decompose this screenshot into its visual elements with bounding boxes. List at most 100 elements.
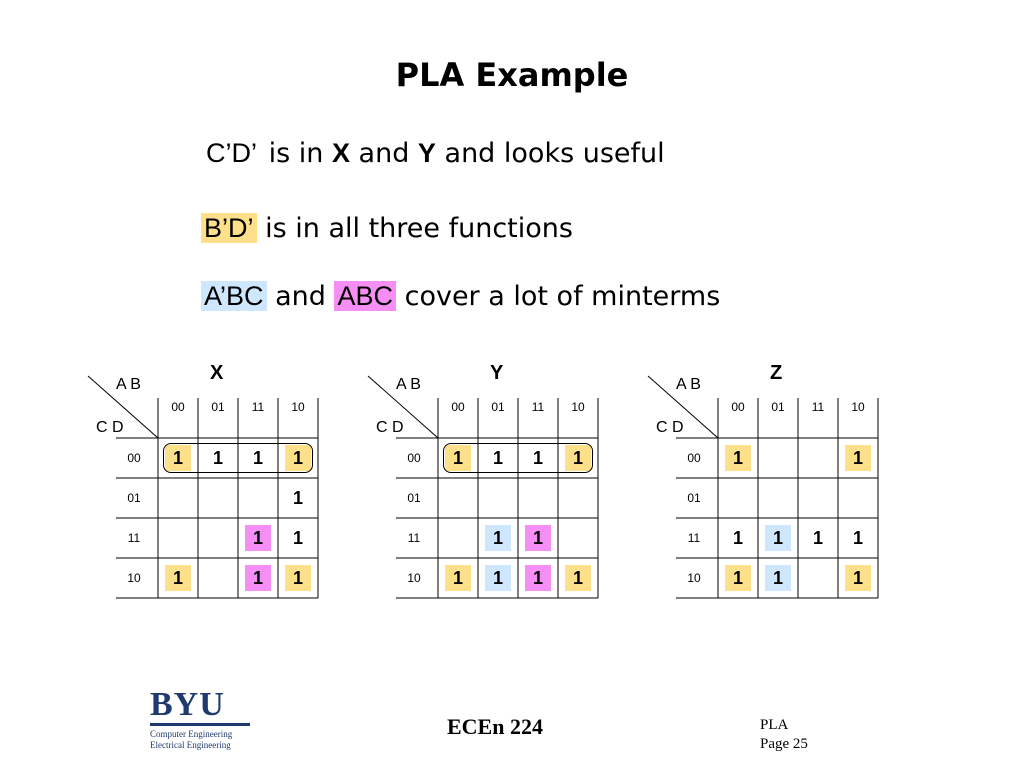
kmap-cell	[558, 478, 598, 518]
statement-text: and	[266, 281, 335, 312]
kmap-grid	[87, 375, 319, 599]
term-abc: ABC	[334, 281, 397, 311]
minterm-value: 1	[252, 447, 263, 468]
kmap-cell	[198, 478, 238, 518]
minterm-value: 1	[852, 527, 863, 548]
kmap-cell: 1	[278, 478, 318, 518]
kmap-cell: 1	[478, 518, 518, 558]
cd-axis-label: C D	[376, 419, 404, 436]
function-y-ref: Y	[417, 138, 436, 168]
statement-bd: B’D’ is in all three functions	[201, 213, 573, 244]
minterm-value: 1	[725, 445, 751, 471]
kmap-cell: 1	[198, 438, 238, 478]
minterm-value: 1	[525, 525, 551, 551]
slide-title: PLA Example	[395, 56, 629, 94]
minterm-value: 1	[565, 565, 591, 591]
statement-text: and looks useful	[435, 138, 665, 169]
kmap-cell	[518, 478, 558, 518]
kmap-cell: 1	[838, 558, 878, 598]
minterm-value: 1	[732, 527, 743, 548]
minterm-value: 1	[485, 565, 511, 591]
column-header: 10	[851, 400, 865, 414]
byu-logo: BYU Computer Engineering Electrical Engi…	[150, 688, 260, 751]
kmap-cell	[438, 518, 478, 558]
row-header: 01	[687, 491, 701, 505]
minterm-value: 1	[292, 527, 303, 548]
statement-text: is in all three functions	[256, 213, 573, 244]
row-header: 01	[127, 491, 141, 505]
row-header: 10	[407, 571, 421, 585]
kmap-cell	[558, 518, 598, 558]
minterm-value: 1	[245, 565, 271, 591]
kmap-cell: 1	[478, 438, 518, 478]
ab-axis-label: A B	[676, 376, 701, 393]
course-name: ECEn 224	[447, 714, 543, 739]
row-header: 11	[687, 531, 701, 545]
cd-group-outline	[443, 443, 593, 473]
column-header: 00	[451, 400, 465, 414]
column-header: 01	[491, 400, 505, 414]
minterm-value: 1	[285, 565, 311, 591]
minterm-value: 1	[532, 447, 543, 468]
kmap-cell: 1	[758, 558, 798, 598]
kmap-cell	[158, 478, 198, 518]
row-header: 11	[127, 531, 141, 545]
function-name: Y	[490, 362, 504, 384]
kmap-cell: 1	[838, 518, 878, 558]
page-number: Page 25	[760, 736, 808, 752]
term-cd: C’D’	[206, 138, 257, 168]
statement-abc: A’BC and ABC cover a lot of minterms	[201, 281, 720, 312]
kmap-cell: 1	[438, 558, 478, 598]
row-header: 11	[407, 531, 421, 545]
kmap-cell	[758, 438, 798, 478]
kmap-cell	[758, 478, 798, 518]
logo-rule	[150, 723, 250, 726]
kmap-cell	[198, 558, 238, 598]
minterm-value: 1	[165, 565, 191, 591]
kmap-grid	[367, 375, 599, 599]
minterm-value: 1	[492, 447, 503, 468]
row-header: 10	[687, 571, 701, 585]
logo-text: BYU	[150, 686, 225, 723]
kmap-cell: 1	[798, 518, 838, 558]
kmap-cell: 1	[518, 558, 558, 598]
kmap-cell: 1	[518, 438, 558, 478]
column-header: 01	[771, 400, 785, 414]
row-header: 00	[687, 451, 701, 465]
kmap-cell: 1	[478, 558, 518, 598]
kmap-cell	[478, 478, 518, 518]
kmap-corner-diagonal	[87, 375, 159, 439]
row-header: 00	[127, 451, 141, 465]
kmap-cell	[438, 478, 478, 518]
column-header: 11	[811, 400, 825, 414]
minterm-value: 1	[292, 487, 303, 508]
minterm-value: 1	[845, 445, 871, 471]
ab-axis-label: A B	[396, 376, 421, 393]
kmap-cell: 1	[278, 558, 318, 598]
kmap-cell: 1	[718, 518, 758, 558]
kmap-cell: 1	[238, 518, 278, 558]
function-name: Z	[770, 362, 783, 384]
kmap-cell: 1	[558, 558, 598, 598]
minterm-value: 1	[485, 525, 511, 551]
kmap-cell: 1	[838, 438, 878, 478]
topic-label: PLA	[760, 717, 789, 733]
kmap-cell: 1	[718, 558, 758, 598]
statement-text: is in	[260, 138, 332, 169]
statement-cd: C’D’ is in X and Y and looks useful	[206, 138, 665, 169]
kmap-cell	[798, 478, 838, 518]
term-bd: B’D’	[201, 213, 257, 243]
kmap-cell	[198, 518, 238, 558]
cd-group-outline	[163, 443, 313, 473]
minterm-value: 1	[845, 565, 871, 591]
column-header: 11	[251, 400, 265, 414]
statement-text: cover a lot of minterms	[396, 281, 721, 312]
row-header: 00	[407, 451, 421, 465]
kmap-cell: 1	[758, 518, 798, 558]
kmap-corner-diagonal	[367, 375, 439, 439]
minterm-value: 1	[245, 525, 271, 551]
minterm-value: 1	[812, 527, 823, 548]
row-header: 01	[407, 491, 421, 505]
